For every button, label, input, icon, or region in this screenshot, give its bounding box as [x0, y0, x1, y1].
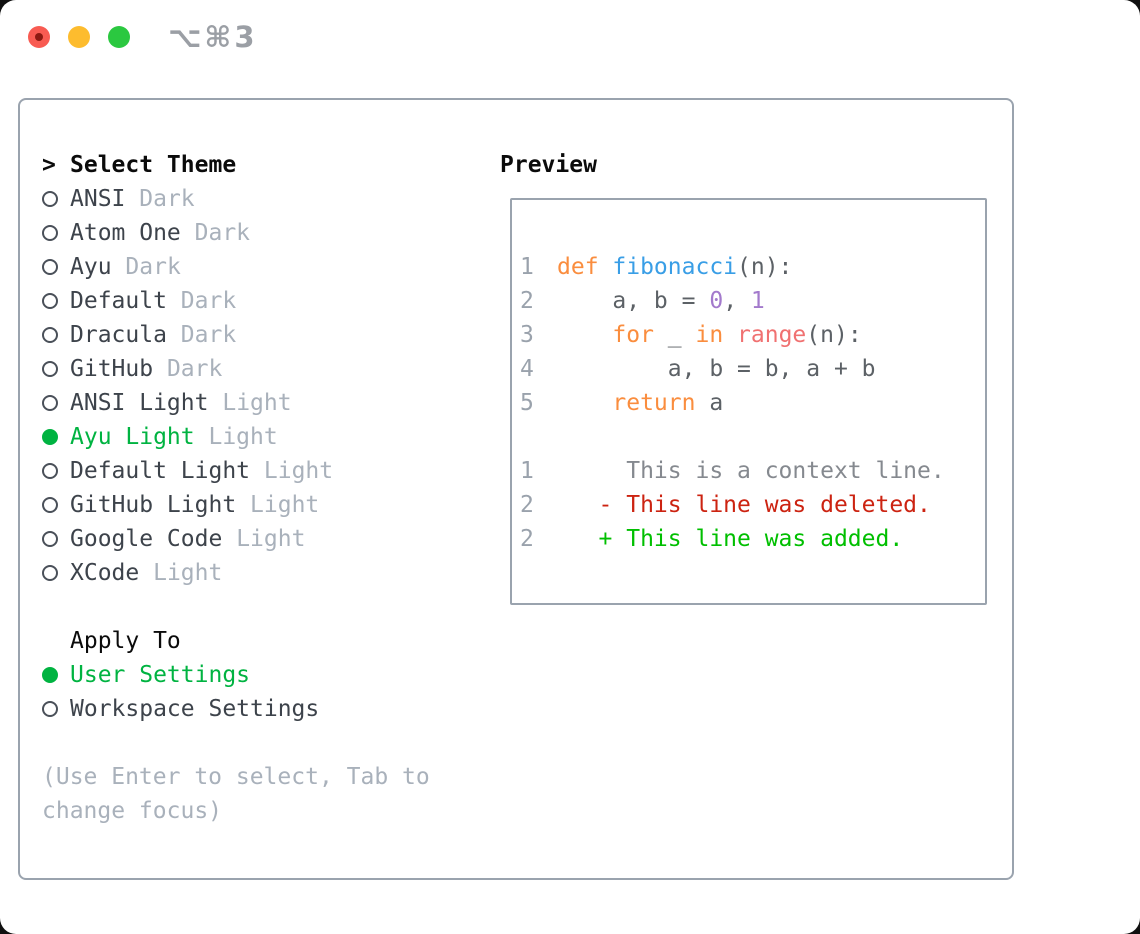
apply-option-label: User Settings: [70, 662, 251, 688]
line-number: 3: [520, 322, 534, 348]
prompt-icon: >: [42, 152, 56, 178]
apply-option-user-settings[interactable]: User Settings: [42, 658, 482, 692]
theme-option-dracula[interactable]: Dracula Dark: [42, 318, 482, 352]
theme-option-github[interactable]: GitHub Dark: [42, 352, 482, 386]
variant-tag: Light: [153, 560, 223, 586]
spacer: [42, 726, 482, 760]
line-number: 2: [520, 526, 534, 552]
radio-icon: [42, 565, 58, 581]
code-line: [520, 420, 985, 454]
theme-option-label: Ayu Dark: [70, 254, 181, 280]
code-text: This is a context line.: [557, 458, 945, 484]
variant-tag: Dark: [180, 288, 237, 314]
variant-tag: Dark: [166, 356, 223, 382]
code-line: 4 a, b = b, a + b: [520, 352, 985, 386]
code-text: + This line was added.: [557, 526, 904, 552]
variant-tag: Light: [263, 458, 334, 484]
zoom-button[interactable]: [108, 26, 130, 48]
minimize-button[interactable]: [68, 26, 90, 48]
theme-option-label: GitHub Dark: [70, 356, 223, 382]
theme-option-ayu[interactable]: Ayu Dark: [42, 250, 482, 284]
variant-tag: Dark: [194, 220, 251, 246]
preview-title: Preview: [500, 152, 597, 178]
radio-icon: [42, 293, 58, 309]
code-line: 2 + This line was added.: [520, 522, 985, 556]
code-text: def fibonacci(n):: [557, 254, 793, 280]
titlebar: ⌥⌘3: [28, 20, 258, 54]
code-text: return a: [612, 390, 724, 416]
theme-option-label: ANSI Dark: [70, 186, 195, 212]
theme-option-github-light[interactable]: GitHub Light Light: [42, 488, 482, 522]
code-line: 1 This is a context line.: [520, 454, 985, 488]
variant-tag: Dark: [139, 186, 195, 212]
apply-to-title: Apply To: [70, 628, 181, 654]
theme-option-ansi[interactable]: ANSI Dark: [42, 182, 482, 216]
select-theme-header: > Select Theme: [42, 148, 482, 182]
radio-icon: [42, 259, 58, 275]
code-text: a, b = 0, 1: [557, 288, 765, 314]
radio-icon: [42, 701, 58, 717]
hint-text: (Use Enter to select, Tab to change focu…: [42, 764, 430, 824]
theme-option-xcode[interactable]: XCode Light: [42, 556, 482, 590]
theme-option-label: GitHub Light Light: [70, 492, 320, 518]
radio-icon: [42, 531, 58, 547]
theme-option-label: Dracula Dark: [70, 322, 237, 348]
theme-option-atom-one[interactable]: Atom One Dark: [42, 216, 482, 250]
radio-icon: [42, 327, 58, 343]
theme-option-default[interactable]: Default Dark: [42, 284, 482, 318]
spacer: [42, 590, 482, 624]
radio-icon: [42, 395, 58, 411]
radio-icon: [42, 497, 58, 513]
apply-option-workspace-settings[interactable]: Workspace Settings: [42, 692, 482, 726]
variant-tag: Light: [250, 492, 320, 518]
theme-option-label: ANSI Light Light: [70, 390, 292, 416]
code-text: - This line was deleted.: [557, 492, 931, 518]
code-line: 2 a, b = 0, 1: [520, 284, 985, 318]
variant-tag: Light: [208, 424, 278, 450]
variant-tag: Dark: [125, 254, 181, 280]
variant-tag: Dark: [180, 322, 237, 348]
theme-option-default-light[interactable]: Default Light Light: [42, 454, 482, 488]
apply-to-header: Apply To: [42, 624, 482, 658]
window-shortcut-label: ⌥⌘3: [168, 20, 258, 54]
theme-option-label: XCode Light: [70, 560, 223, 586]
code-line: 1 def fibonacci(n):: [520, 250, 985, 284]
code-line: 5 return a: [520, 386, 985, 420]
code-line: 3 for _ in range(n):: [520, 318, 985, 352]
theme-option-label: Ayu Light Light: [70, 424, 278, 450]
radio-selected-icon: [42, 429, 58, 445]
line-number: 2: [520, 492, 534, 518]
apply-option-label: Workspace Settings: [70, 696, 320, 722]
code-line: 2 - This line was deleted.: [520, 488, 985, 522]
theme-option-label: Default Light Light: [70, 458, 334, 484]
line-number: 4: [520, 356, 534, 382]
radio-icon: [42, 463, 58, 479]
theme-option-label: Default Dark: [70, 288, 237, 314]
code-text: a, b = b, a + b: [557, 356, 876, 382]
radio-selected-icon: [42, 667, 58, 683]
theme-option-label: Atom One Dark: [70, 220, 251, 246]
radio-icon: [42, 225, 58, 241]
code-text: for _ in range(n):: [612, 322, 862, 348]
line-number: 1: [520, 458, 534, 484]
select-theme-title: Select Theme: [70, 152, 237, 178]
line-number: 1: [520, 254, 534, 280]
theme-option-google-code[interactable]: Google Code Light: [42, 522, 482, 556]
radio-icon: [42, 191, 58, 207]
theme-option-label: Google Code Light: [70, 526, 306, 552]
theme-option-ansi-light[interactable]: ANSI Light Light: [42, 386, 482, 420]
variant-tag: Light: [236, 526, 306, 552]
line-number: 5: [520, 390, 534, 416]
line-number: 2: [520, 288, 534, 314]
theme-option-ayu-light[interactable]: Ayu Light Light: [42, 420, 482, 454]
variant-tag: Light: [222, 390, 292, 416]
close-button[interactable]: [28, 26, 50, 48]
radio-icon: [42, 361, 58, 377]
